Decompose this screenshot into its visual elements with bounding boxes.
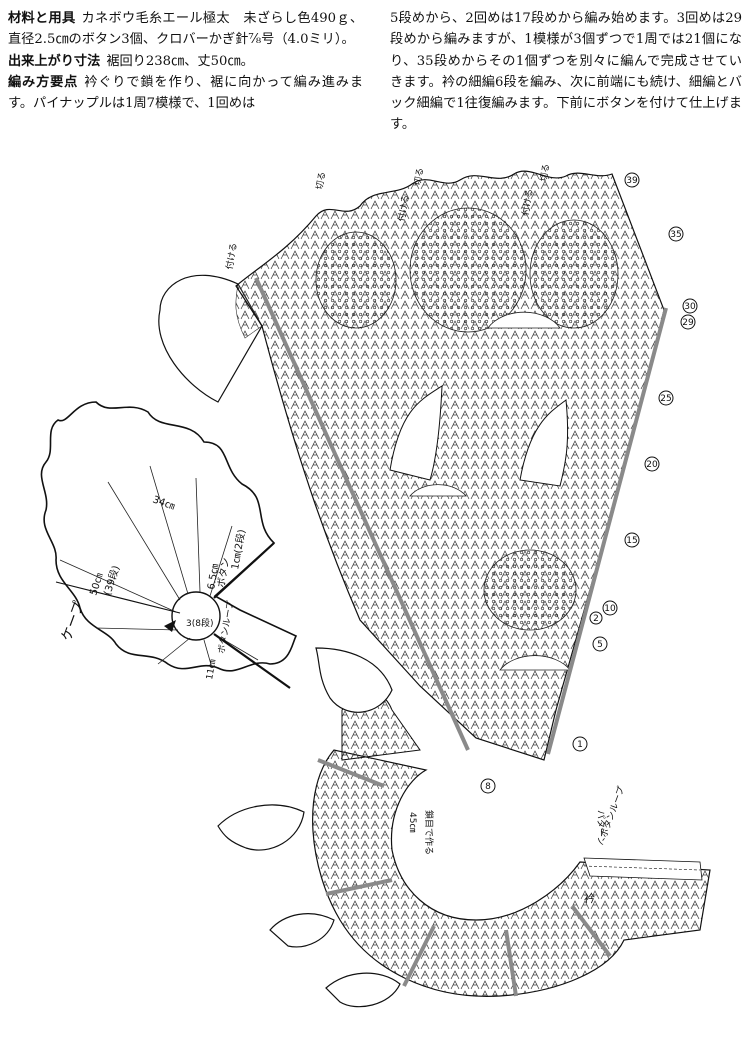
cape-outline <box>40 401 298 672</box>
svg-text:2: 2 <box>593 614 599 624</box>
size-label: 出来上がり寸法 <box>8 53 101 69</box>
materials-label: 材料と用具 <box>8 11 76 26</box>
attach-label: 付ける <box>396 194 412 223</box>
collar-chart-label: 衿 <box>584 891 595 905</box>
svg-text:8: 8 <box>485 782 491 792</box>
row-marker: 15 <box>624 532 640 548</box>
method-text-2: 5段めから、2回めは17段めから編み始めます。3回めは29段めから編みますが、1… <box>390 11 742 133</box>
svg-text:5: 5 <box>597 640 603 650</box>
row-marker: 20 <box>644 456 660 472</box>
cape-schematic: ケープ 50㎝ (39段) 34㎝ 6.5㎝ ボタン 1㎝(2段) 3(8段) … <box>40 401 298 689</box>
panel-lines <box>59 465 259 669</box>
svg-text:25: 25 <box>660 394 671 404</box>
row-marker: 8 <box>480 778 496 794</box>
materials-text: カネボウ毛糸エール極太 未ざらし色490ｇ、直径2.5㎝のボタン3個、クロバーか… <box>8 11 364 48</box>
row-marker: 35 <box>668 226 684 242</box>
svg-text:10: 10 <box>604 604 616 614</box>
neck-label: 3(8段) <box>186 617 213 629</box>
crochet-diagram: ケープ 50㎝ (39段) 34㎝ 6.5㎝ ボタン 1㎝(2段) 3(8段) … <box>40 163 711 1008</box>
svg-text:35: 35 <box>670 230 681 240</box>
attach-label: 付ける <box>520 188 536 217</box>
method-text-1: 衿ぐりで鎖を作り、裾に向かって編み進みます。パイナップルは1周7模様で、1回めは <box>8 74 364 112</box>
pattern-label: パターン <box>595 810 606 846</box>
row-markers: 39 35 30 29 25 20 15 10 5 2 1 8 <box>480 172 698 794</box>
neck-circle <box>171 591 221 641</box>
row-marker: 30 <box>682 298 698 314</box>
leaves <box>217 647 401 1008</box>
row-marker: 5 <box>592 636 608 652</box>
row-marker: 1 <box>572 736 588 752</box>
leaf-bottom <box>269 913 335 948</box>
cape-label: ケープ <box>59 599 88 643</box>
method-paragraph: 編み方要点衿ぐりで鎖を作り、裾に向かって編み進みます。パイナップルは1周7模様で… <box>8 72 363 115</box>
attach-label: 付ける <box>224 242 240 271</box>
leaf-bottom-right <box>325 972 401 1008</box>
leaf-upper <box>315 647 393 713</box>
svg-text:29: 29 <box>682 318 694 328</box>
cut-label: 切る <box>314 171 328 191</box>
row-marker: 2 <box>589 611 603 625</box>
collar-guide-lines <box>317 758 612 997</box>
svg-text:39: 39 <box>626 176 638 186</box>
left-petal <box>158 274 263 403</box>
cut-label: 切る <box>538 163 552 183</box>
text-column-right: 5段めから、2回めは17段めから編み始めます。3回めは29段めから編みますが、1… <box>390 8 742 136</box>
neck-measure-label: 45㎝ <box>407 812 417 832</box>
svg-text:1: 1 <box>577 740 583 750</box>
text-column-left: 材料と用具カネボウ毛糸エール極太 未ざらし色490ｇ、直径2.5㎝のボタン3個、… <box>8 8 363 114</box>
row-marker: 39 <box>624 172 640 188</box>
chain-label: 鎖目で作る <box>423 810 435 855</box>
cut-label: 切る <box>412 167 426 187</box>
svg-text:30: 30 <box>684 302 696 312</box>
leaf-lower <box>217 804 305 851</box>
pineapple-panel <box>235 170 668 761</box>
front-label: 11㎝ <box>205 659 218 681</box>
instructions-text: 材料と用具カネボウ毛糸エール極太 未ざらし色490ｇ、直径2.5㎝のボタン3個、… <box>8 8 742 143</box>
row-marker: 10 <box>602 600 618 616</box>
method-label: 編み方要点 <box>8 74 79 90</box>
materials-paragraph: 材料と用具カネボウ毛糸エール極太 未ざらし色490ｇ、直径2.5㎝のボタン3個、… <box>8 8 363 51</box>
button-label: ボタン <box>215 557 232 589</box>
collar-measure-label: 6.5㎝ <box>206 563 221 590</box>
svg-text:20: 20 <box>646 460 658 470</box>
size-paragraph: 出来上がり寸法裾回り238㎝、丈50㎝。 <box>8 51 363 72</box>
svg-text:15: 15 <box>626 536 637 546</box>
row-marker: 25 <box>658 390 674 406</box>
size-text: 裾回り238㎝、丈50㎝。 <box>106 53 254 69</box>
row-marker: 29 <box>680 314 696 330</box>
